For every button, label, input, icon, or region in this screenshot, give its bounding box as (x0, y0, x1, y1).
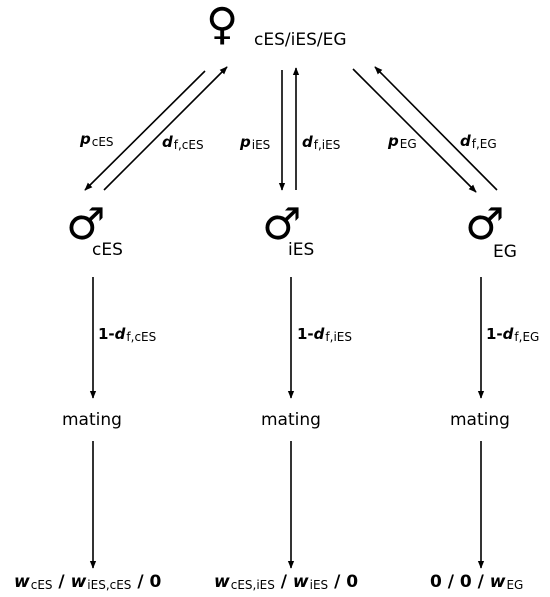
node-ces-label: cES (92, 240, 123, 260)
mating-node-ces: mating (62, 410, 122, 430)
fitness-ies: wcES,iES / wiES / 0 (214, 572, 359, 592)
label-p-eg: pEG (388, 132, 417, 151)
male-icon-ies: ♂ (262, 199, 302, 250)
top-node-label: cES/iES/EG (254, 30, 347, 50)
male-icon-eg: ♂ (465, 199, 505, 250)
male-icon-ces: ♂ (66, 199, 106, 250)
label-stay-eg: 1-df,EG (486, 325, 540, 344)
label-p-ces: pcES (80, 130, 114, 149)
arrow-top-to-ces (84, 70, 206, 191)
female-icon: ♀ (206, 0, 239, 50)
node-eg-label: EG (493, 242, 517, 262)
label-stay-ces: 1-df,cES (98, 325, 157, 344)
mating-node-ies: mating (261, 410, 321, 430)
label-d-f-ces: df,cES (162, 133, 204, 152)
label-d-f-eg: df,EG (460, 132, 497, 151)
label-p-ies: piES (240, 133, 271, 152)
fitness-ces: wcES / wiES,cES / 0 (14, 572, 162, 592)
label-d-f-ies: df,iES (302, 133, 341, 152)
arrow-top-to-eg (352, 68, 477, 193)
arrow-ces-to-top (103, 66, 228, 191)
arrow-eg-to-top (374, 66, 498, 191)
fitness-eg: 0 / 0 / wEG (430, 572, 524, 592)
mating-node-eg: mating (450, 410, 510, 430)
node-ies-label: iES (288, 240, 315, 260)
label-stay-ies: 1-df,iES (297, 325, 352, 344)
